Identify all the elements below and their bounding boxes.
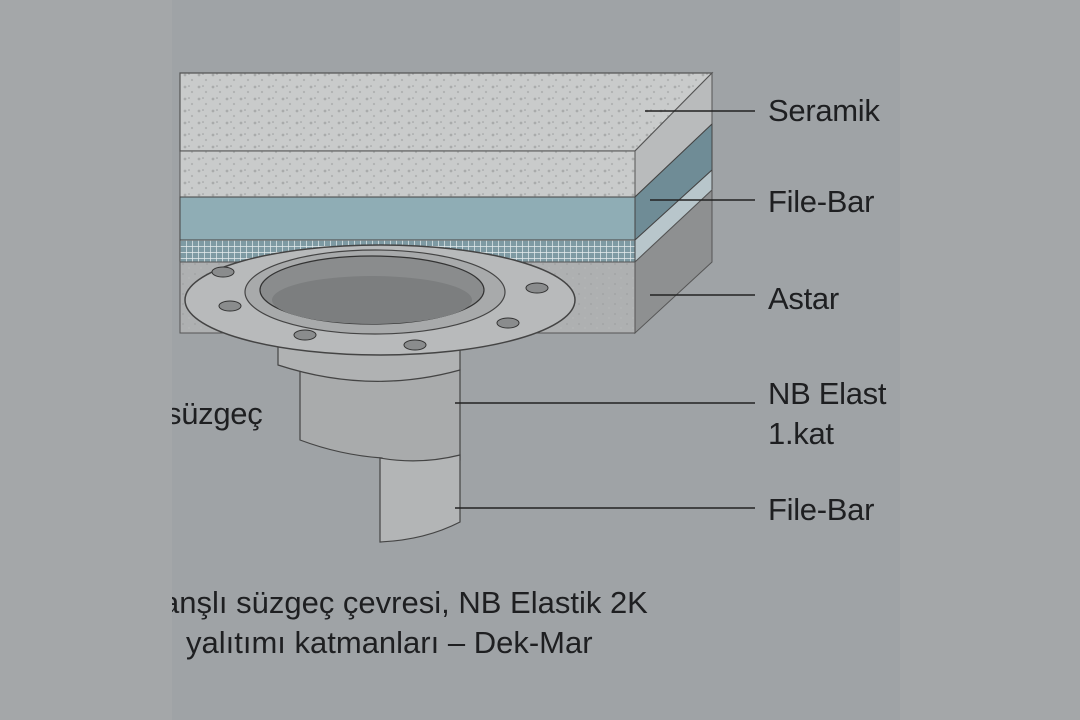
label-nb-elastik: NB Elast xyxy=(768,376,887,411)
label-file-bar-top: File-Bar xyxy=(768,184,875,219)
label-astar: Astar xyxy=(768,281,839,316)
caption-line-2: yalıtımı katmanları – Dek-Mar xyxy=(186,625,593,660)
label-seramik: Seramik xyxy=(768,93,880,128)
drain-pipe-lower xyxy=(379,454,461,543)
diagram-panel xyxy=(172,0,900,720)
labels-layer: Seramik File-Bar Astar NB Elast 1.kat Fi… xyxy=(172,0,900,720)
leader-lines xyxy=(455,110,755,509)
bolt-holes xyxy=(211,266,549,351)
label-file-bar-bottom: File-Bar xyxy=(768,492,875,527)
drain-layers-illustration xyxy=(179,71,755,543)
ceramic-layer xyxy=(179,150,636,198)
label-1-kat: 1.kat xyxy=(768,416,834,451)
caption-line-1: anşlı süzgeç çevresi, NB Elastik 2K xyxy=(172,585,648,620)
label-suzgec: süzgeç xyxy=(172,396,263,431)
side-astar xyxy=(634,188,713,335)
